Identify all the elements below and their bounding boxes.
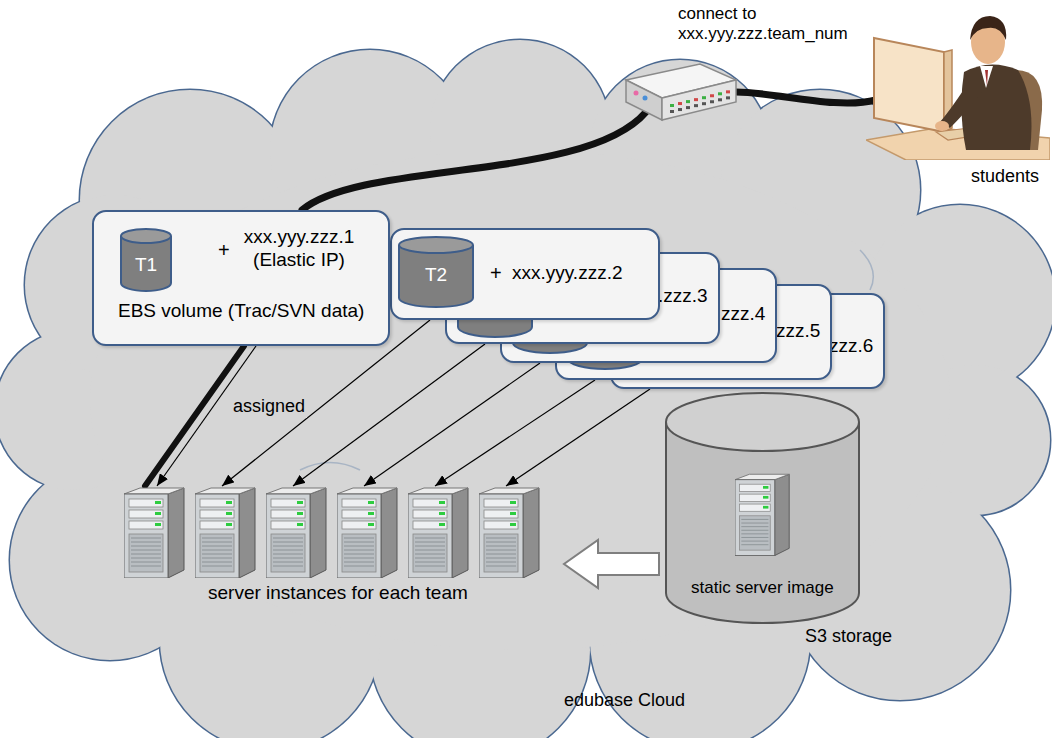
label-text: EBS volume (Trac/SVN data) — [118, 300, 364, 323]
student-figure — [866, 0, 1050, 160]
label-text: .zzz.3 — [658, 285, 708, 308]
label-text: static server image — [691, 578, 834, 598]
label-text: zzz.5 — [776, 320, 820, 343]
connector — [364, 363, 540, 486]
label-text: + — [490, 261, 502, 285]
assign-arrow — [435, 380, 595, 486]
connector — [302, 112, 646, 210]
assign-arrow — [506, 389, 650, 486]
label-text: server instances for each team — [208, 582, 468, 605]
label-text: students — [971, 166, 1039, 188]
connector — [736, 92, 876, 103]
label-text: xxx.yyy.zzz.2 — [512, 262, 623, 285]
label-text: edubase Cloud — [564, 690, 685, 712]
deploy-arrow — [564, 540, 659, 588]
edge-label: assigned — [231, 396, 307, 418]
server-group: server instances for each team — [118, 482, 558, 612]
label-text: + — [218, 238, 230, 262]
network-cable — [145, 346, 244, 486]
ebs-volume: T2 — [398, 236, 474, 308]
connector — [293, 344, 485, 486]
network-cable — [302, 112, 646, 210]
assign-arrow — [293, 344, 485, 486]
label-text: xxx.yyy.zzz.1 (Elastic IP) — [224, 226, 374, 272]
connector — [435, 380, 595, 486]
label-text: T2 — [425, 264, 447, 287]
network-cable — [736, 92, 876, 103]
ebs-volume: T1 — [120, 228, 172, 292]
label-text: S3 storage — [805, 626, 892, 648]
team-card: +xxx.yyy.zzz.1 (Elastic IP) EBS volume (T… — [92, 210, 390, 346]
label-text: connect to xxx.yyy.zzz.team_num — [678, 4, 893, 45]
connector — [564, 540, 659, 588]
server-rack-icons — [118, 482, 558, 578]
label-text: zzz.4 — [721, 303, 765, 326]
label-text: T1 — [135, 254, 157, 277]
team-card: + xxx.yyy.zzz.2 T2 — [390, 228, 660, 320]
router-icon — [620, 58, 742, 128]
router: connect to xxx.yyy.zzz.team_num — [620, 2, 910, 142]
connector — [506, 389, 650, 486]
s3-storage: static server image S3 storage — [665, 392, 901, 654]
assign-arrow — [364, 363, 540, 486]
label-text: zzz.6 — [829, 335, 873, 358]
students: students — [866, 0, 1050, 195]
